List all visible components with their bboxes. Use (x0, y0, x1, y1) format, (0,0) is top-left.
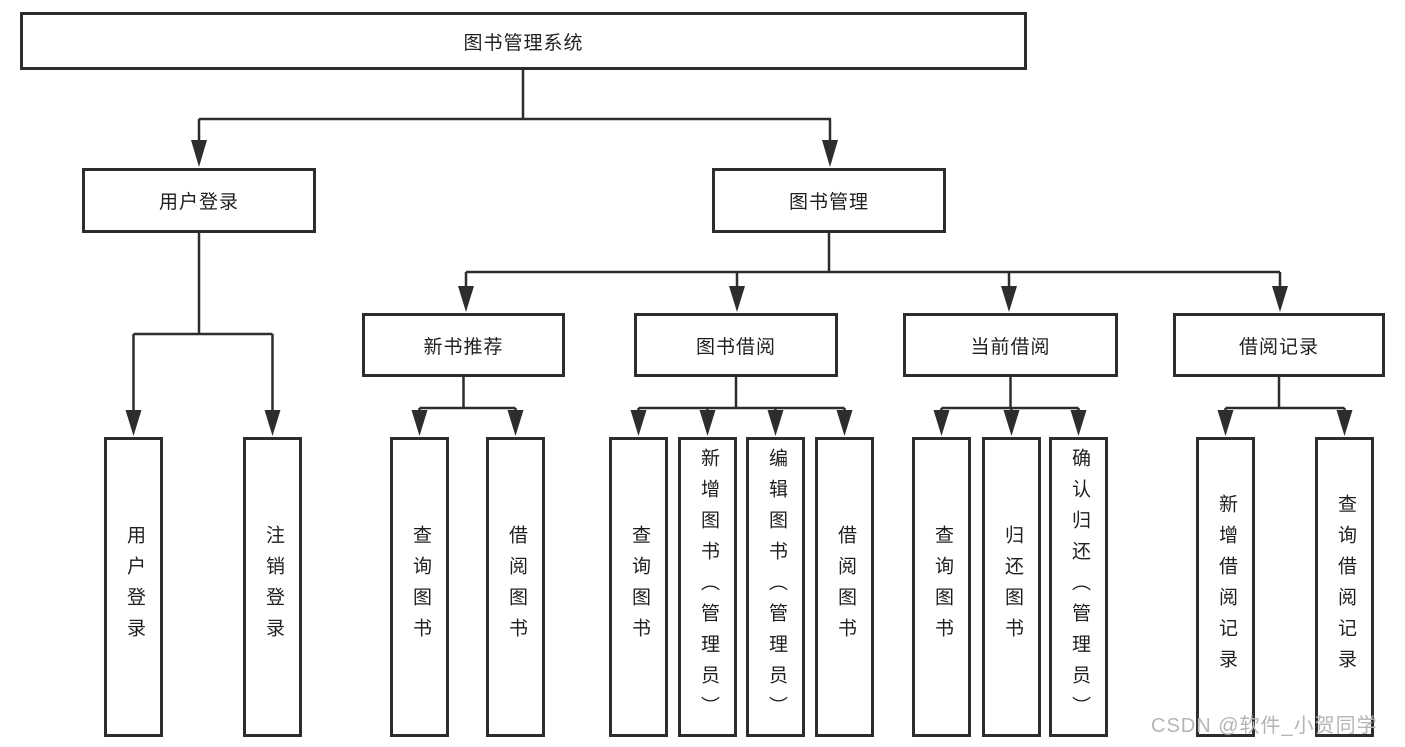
connector-book-borrowing-branch (630, 376, 853, 436)
node-leaf-return-books: 归还图书 (982, 437, 1041, 737)
connector-book-management-branch (458, 232, 1288, 312)
node-leaf-add-book-admin: 新增图书（管理员） (678, 437, 737, 737)
node-user-login: 用户登录 (82, 168, 316, 233)
node-leaf-add-borrow-record-label: 新增借阅记录 (1215, 494, 1237, 680)
node-leaf-borrow-books-borrowing-label: 借阅图书 (834, 525, 856, 649)
node-leaf-borrow-books-recommendation: 借阅图书 (486, 437, 545, 737)
node-leaf-query-books-current: 查询图书 (912, 437, 971, 737)
node-new-book-recommendation: 新书推荐 (362, 313, 565, 377)
node-library-management-system: 图书管理系统 (20, 12, 1027, 70)
node-leaf-borrow-books-borrowing: 借阅图书 (815, 437, 874, 737)
node-leaf-logout-label: 注销登录 (262, 525, 284, 649)
node-leaf-borrow-books-recommendation-label: 借阅图书 (505, 525, 527, 649)
node-leaf-query-books-current-label: 查询图书 (931, 525, 953, 649)
node-leaf-return-books-label: 归还图书 (1001, 525, 1023, 649)
connector-user-login-branch (125, 232, 281, 436)
node-leaf-query-books-recommendation: 查询图书 (390, 437, 449, 737)
node-leaf-add-borrow-record: 新增借阅记录 (1196, 437, 1255, 737)
connector-current-borrowing-branch (933, 376, 1087, 436)
node-leaf-query-borrow-record-label: 查询借阅记录 (1334, 494, 1356, 680)
node-leaf-add-book-admin-label: 新增图书（管理员） (697, 447, 719, 727)
node-leaf-user-login: 用户登录 (104, 437, 163, 737)
node-leaf-confirm-return-admin-label: 确认归还（管理员） (1068, 447, 1090, 727)
node-leaf-user-login-label: 用户登录 (123, 525, 145, 649)
node-book-management: 图书管理 (712, 168, 946, 233)
watermark: CSDN @软件_小贺同学 (1151, 715, 1378, 737)
node-leaf-query-books-recommendation-label: 查询图书 (409, 525, 431, 649)
node-leaf-edit-book-admin-label: 编辑图书（管理员） (765, 447, 787, 727)
connector-new-book-recommendation-branch (411, 376, 524, 436)
node-book-borrowing: 图书借阅 (634, 313, 838, 377)
node-leaf-confirm-return-admin: 确认归还（管理员） (1049, 437, 1108, 737)
connector-root-to-level1 (191, 70, 838, 167)
node-current-borrowing: 当前借阅 (903, 313, 1118, 377)
node-leaf-query-borrow-record: 查询借阅记录 (1315, 437, 1374, 737)
node-borrowing-records: 借阅记录 (1173, 313, 1385, 377)
node-leaf-query-books-borrowing: 查询图书 (609, 437, 668, 737)
connector-borrowing-records-branch (1217, 376, 1353, 436)
node-leaf-query-books-borrowing-label: 查询图书 (628, 525, 650, 649)
node-leaf-edit-book-admin: 编辑图书（管理员） (746, 437, 805, 737)
node-leaf-logout: 注销登录 (243, 437, 302, 737)
